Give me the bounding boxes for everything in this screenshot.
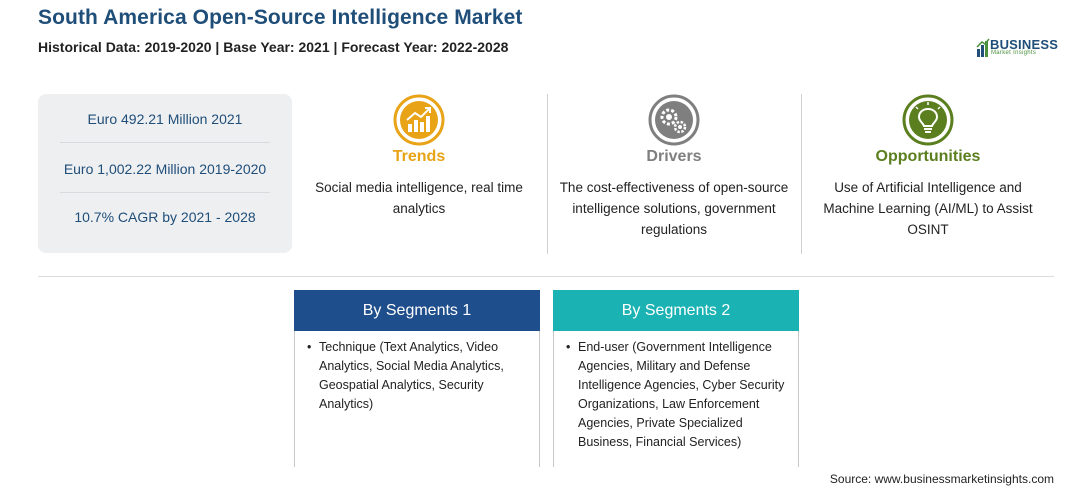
list-item: End-user (Government Intelligence Agenci… bbox=[578, 340, 785, 449]
growth-chart-icon bbox=[393, 94, 445, 146]
logo-mark-icon bbox=[976, 38, 990, 57]
column-divider bbox=[547, 94, 548, 254]
stat-divider bbox=[60, 192, 270, 193]
page-subtitle: Historical Data: 2019-2020 | Base Year: … bbox=[38, 39, 509, 55]
opportunities-text: Use of Artificial Intelligence and Machi… bbox=[823, 180, 1033, 237]
drivers-text: The cost-effectiveness of open-source in… bbox=[559, 180, 789, 237]
segment-1-header: By Segments 1 bbox=[294, 290, 540, 331]
company-logo: BUSINESS Market Insights bbox=[976, 36, 1066, 60]
stat-cagr: 10.7% CAGR by 2021 - 2028 bbox=[74, 209, 256, 225]
opportunities-title: Opportunities bbox=[875, 148, 981, 165]
stat-divider bbox=[60, 142, 270, 143]
trends-title: Trends bbox=[392, 148, 446, 165]
trends-text: Social media intelligence, real time ana… bbox=[315, 180, 523, 216]
logo-name: BUSINESS bbox=[990, 37, 1059, 52]
bullet-icon: • bbox=[307, 340, 312, 354]
column-divider bbox=[801, 94, 802, 254]
segment-2-header: By Segments 2 bbox=[553, 290, 799, 331]
market-stats-box: Euro 492.21 Million 2021 Euro 1,002.22 M… bbox=[38, 94, 292, 253]
section-divider bbox=[38, 276, 1054, 277]
source-note: Source: www.businessmarketinsights.com bbox=[829, 472, 1054, 486]
segment-1-panel: By Segments 1 • Technique (Text Analytic… bbox=[294, 290, 540, 467]
page-title: South America Open-Source Intelligence M… bbox=[38, 6, 523, 29]
list-item: Technique (Text Analytics, Video Analyti… bbox=[319, 340, 504, 411]
segment-2-panel: By Segments 2 • End-user (Government Int… bbox=[553, 290, 799, 467]
segment-2-list: • End-user (Government Intelligence Agen… bbox=[566, 338, 796, 452]
stat-market-value-historical: Euro 1,002.22 Million 2019-2020 bbox=[63, 161, 267, 177]
drivers-title: Drivers bbox=[646, 148, 702, 165]
lightbulb-icon bbox=[902, 94, 954, 146]
segment-1-list: • Technique (Text Analytics, Video Analy… bbox=[307, 338, 512, 414]
logo-tagline: Market Insights bbox=[991, 50, 1037, 56]
stat-market-value-2021: Euro 492.21 Million 2021 bbox=[87, 111, 243, 127]
bullet-icon: • bbox=[566, 340, 571, 354]
gears-icon bbox=[648, 94, 700, 146]
